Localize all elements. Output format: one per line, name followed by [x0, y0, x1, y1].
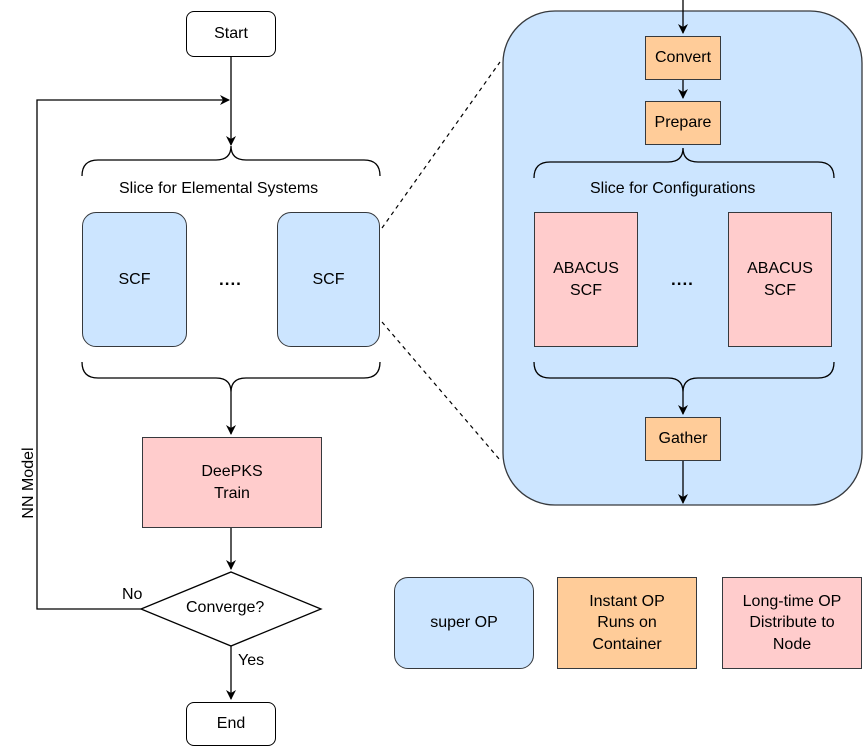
zoom-line-bottom: [381, 321, 501, 461]
brace-bottom-elemental: [81, 361, 381, 393]
legend-instant-op: Instant OP Runs on Container: [557, 577, 697, 669]
loop-back-line: [36, 95, 230, 610]
converge-label: Converge?: [186, 599, 265, 616]
slice-configurations-label: Slice for Configurations: [590, 180, 756, 197]
scf-right-node: SCF: [277, 212, 380, 347]
legend-longtime-op: Long-time OP Distribute to Node: [722, 577, 862, 669]
deepks-train-node: DeePKS Train: [142, 437, 322, 528]
brace-top-elemental: [81, 145, 381, 177]
no-label: No: [122, 586, 143, 603]
abacus-ellipsis: ....: [671, 270, 694, 289]
convert-node: Convert: [645, 36, 721, 80]
legend-super-op: super OP: [394, 577, 534, 669]
end-node: End: [186, 702, 276, 746]
slice-elemental-label: Slice for Elemental Systems: [119, 180, 319, 197]
nn-model-label: NN Model: [20, 447, 37, 519]
yes-label: Yes: [238, 652, 265, 669]
abacus-scf-right-node: ABACUS SCF: [728, 212, 832, 347]
abacus-scf-left-node: ABACUS SCF: [534, 212, 638, 347]
zoom-line-top: [381, 61, 501, 229]
scf-left-node: SCF: [82, 212, 187, 347]
prepare-node: Prepare: [645, 101, 721, 145]
gather-node: Gather: [645, 417, 721, 461]
scf-ellipsis: ....: [219, 270, 242, 289]
start-node: Start: [186, 11, 276, 57]
brace-top-configurations: [533, 147, 835, 179]
